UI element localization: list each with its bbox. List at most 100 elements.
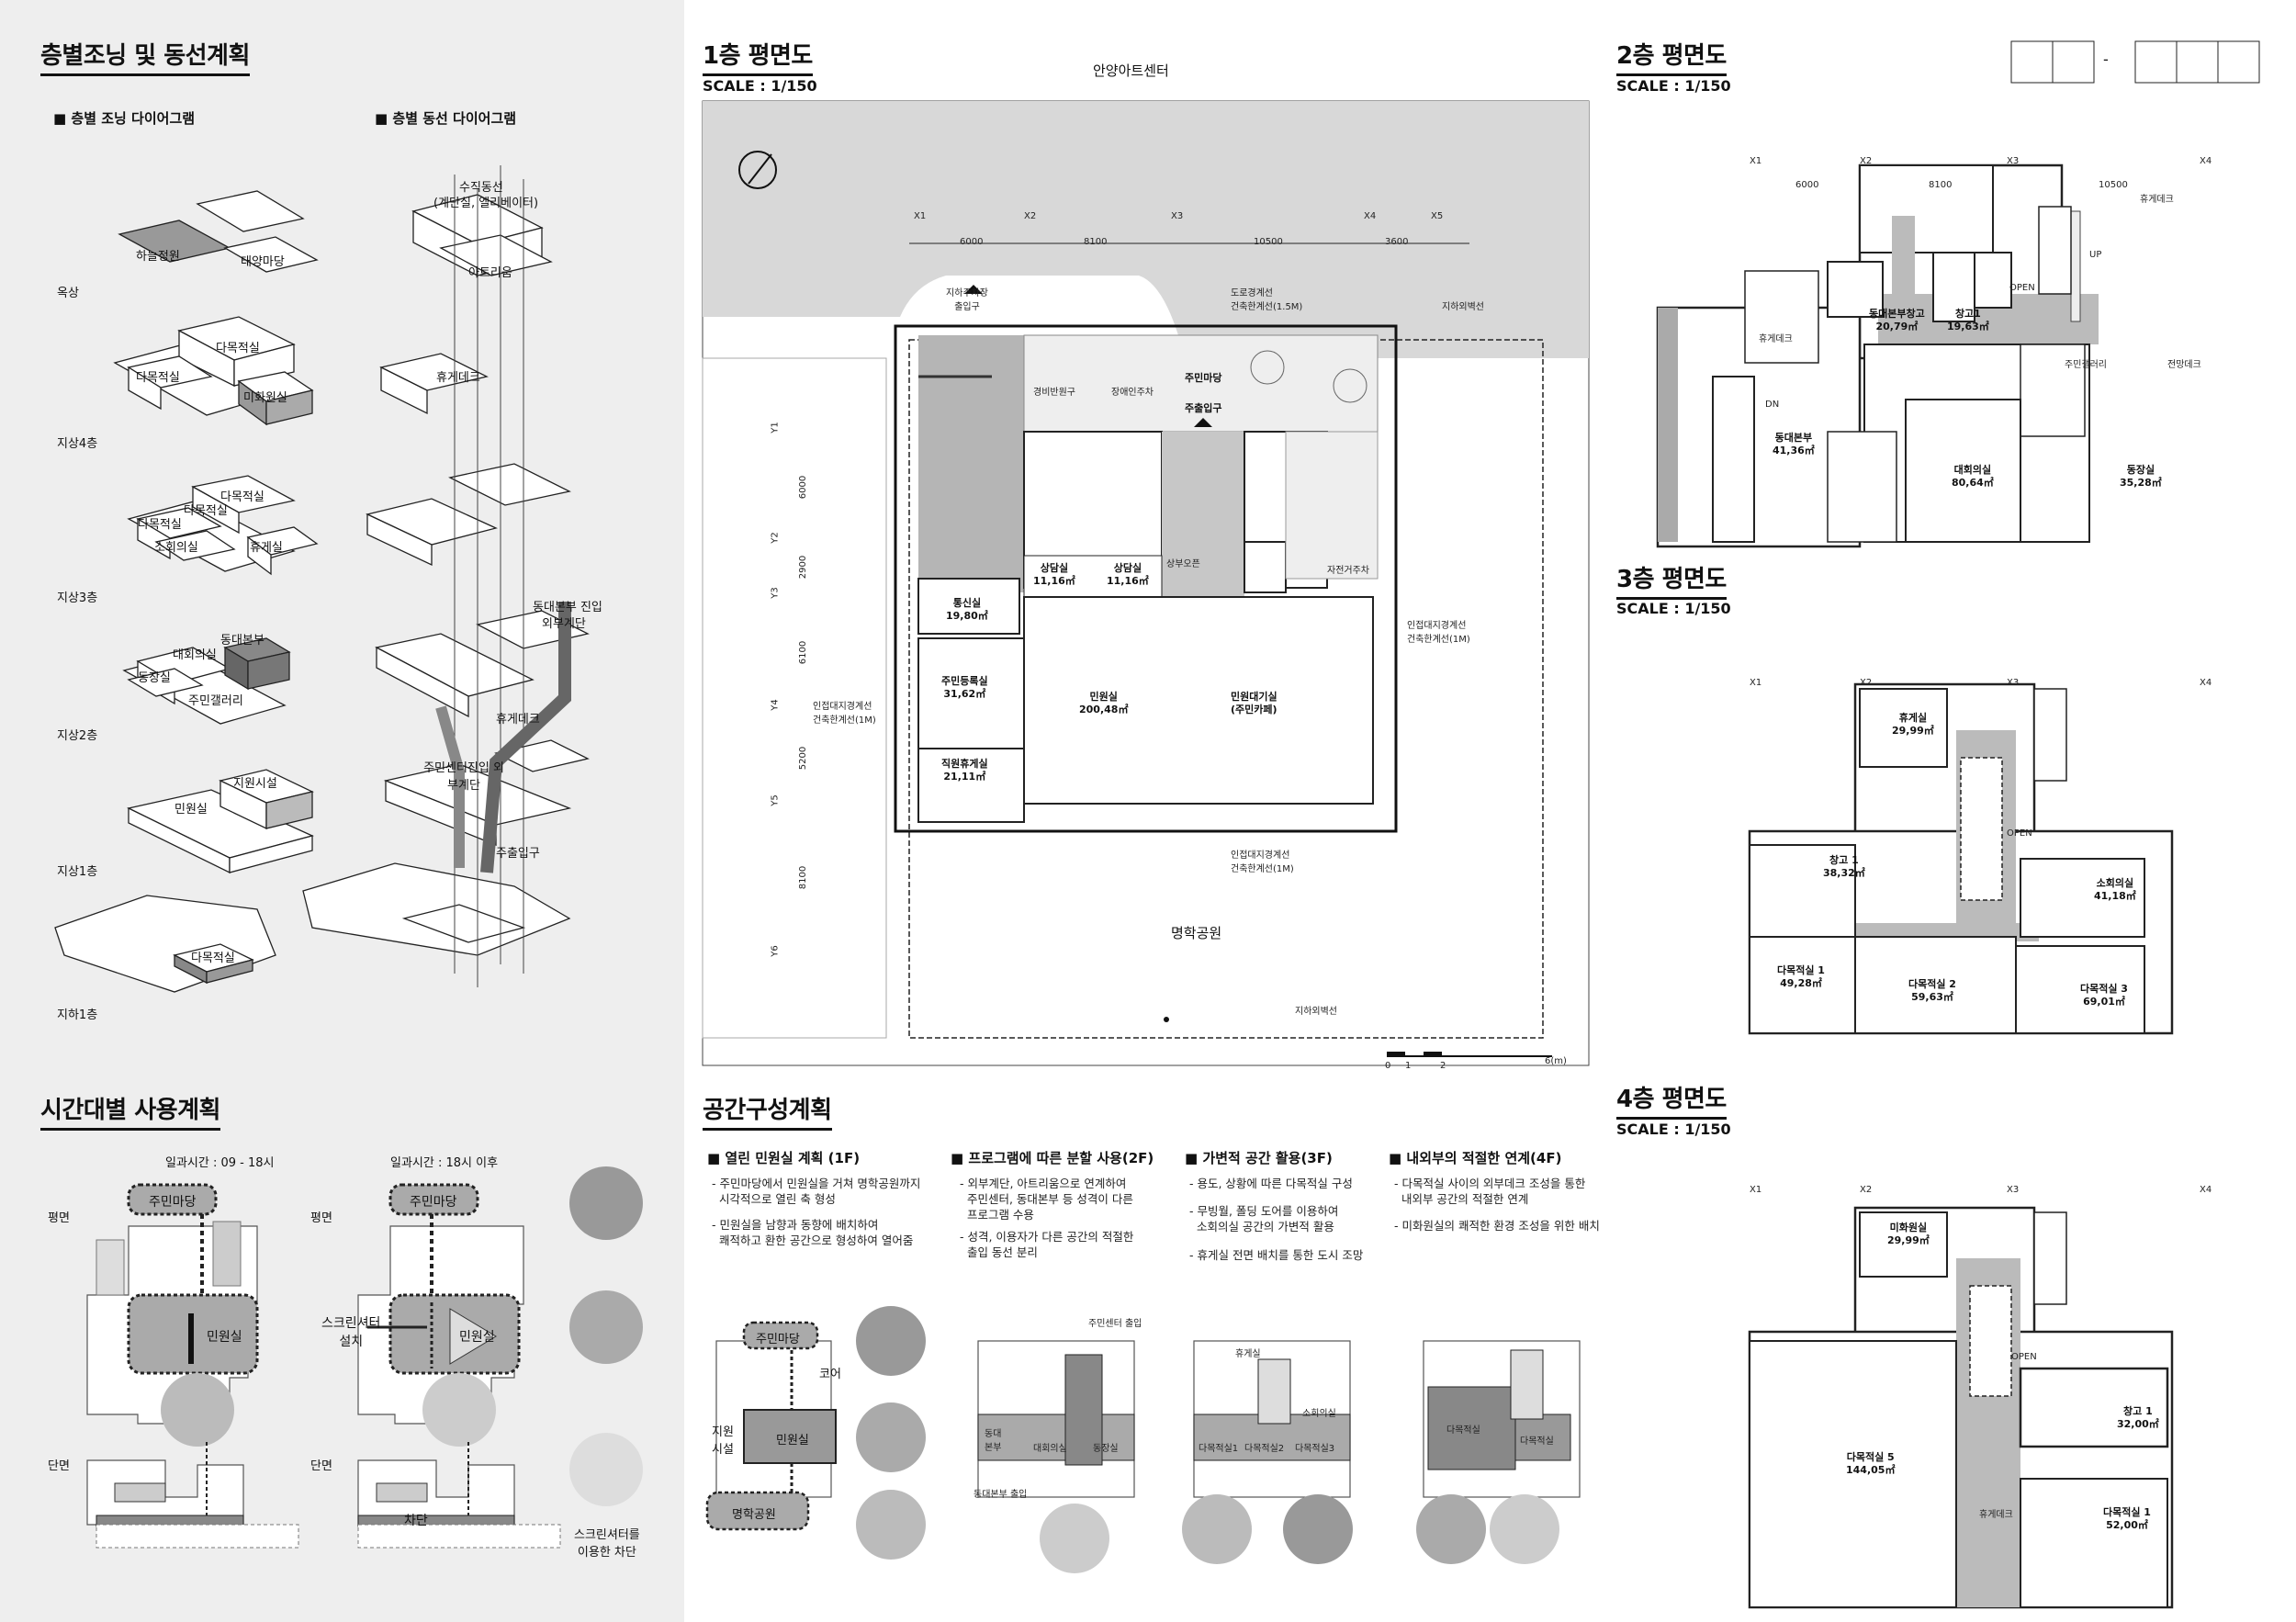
madang-day: 주민마당 xyxy=(149,1195,197,1210)
flow-label-main-entry: 주출입구 xyxy=(496,847,540,861)
room-civil-service: 민원실 200,48㎡ xyxy=(1079,691,1129,715)
f3-room-meeting: 소회의실 41,18㎡ xyxy=(2094,877,2136,902)
diag-label-hq: 동대 본부 xyxy=(985,1429,1002,1453)
f2-xd1: 6000 xyxy=(1795,180,1819,190)
diag-label-conference: 대회의실 xyxy=(1033,1444,1067,1454)
room-bike-parking: 자전거주차 xyxy=(1327,566,1369,576)
space-title: 공간구성계획 xyxy=(703,1091,832,1131)
diag-label-multi2: 다목적실2 xyxy=(1244,1444,1285,1454)
scale-bar-1: 1 xyxy=(1405,1061,1412,1071)
floor2-scale: SCALE : 1/150 xyxy=(1616,77,1731,95)
plan3-line3: - 휴게실 전면 배치를 통한 도시 조망 xyxy=(1189,1248,1364,1262)
plan3-line1: - 용도, 상황에 따른 다목적실 구성 xyxy=(1189,1177,1353,1190)
scale-bar-2: 2 xyxy=(1440,1061,1446,1071)
f4-room-multi5: 다목적실 5 144,05㎡ xyxy=(1846,1451,1896,1476)
floor-label-b1: 지하1층 xyxy=(57,1008,98,1022)
room-resident-yard: 주민마당 xyxy=(1185,372,1222,384)
zone-label-sky-garden: 하늘정원 xyxy=(136,250,180,264)
plan4-line2: - 미화원실의 쾌적한 환경 조성을 위한 배치 xyxy=(1394,1219,1600,1233)
flow-diagram xyxy=(302,165,590,987)
scale-bar-6: 6(m) xyxy=(1545,1056,1567,1066)
f4-x1: X1 xyxy=(1750,1185,1762,1195)
diag-label-minwon: 민원실 xyxy=(776,1434,809,1447)
f2-room-gallery: 주민갤러리 xyxy=(2065,360,2107,370)
plan3-head: ■ 가변적 공간 활용(3F) xyxy=(1185,1150,1333,1166)
diag-label-multi3: 다목적실3 xyxy=(1295,1444,1335,1454)
flow-label-vertical: 수직동선 xyxy=(459,181,503,195)
f2-x3: X3 xyxy=(2007,156,2020,166)
plan2-line2: - 성격, 이용자가 다른 공간의 적절한 출입 동선 분리 xyxy=(960,1230,1134,1259)
park-label: 명학공원 xyxy=(1171,925,1222,941)
shutter-note: 스크린셔터를 이용한 차단 xyxy=(574,1528,640,1560)
time-diagram xyxy=(86,1166,643,1549)
plan3-line2: - 무빙월, 폴딩 도어를 이용하여 소회의실 공간의 가변적 활용 xyxy=(1189,1204,1339,1233)
diag-label-park: 명학공원 xyxy=(732,1508,776,1522)
f2-room-storage1: 창고1 19,63㎡ xyxy=(1947,308,1989,332)
zoning-subtitle: ■ 층별 조닝 다이어그램 xyxy=(53,110,196,127)
f2-room-conference: 대회의실 80,64㎡ xyxy=(1952,464,1994,489)
diag-label-lounge: 휴게실 xyxy=(1235,1349,1261,1359)
plan-label-night: 평면 xyxy=(310,1211,332,1225)
f2-dn-label: DN xyxy=(1765,400,1780,410)
floor2-plan xyxy=(1656,163,2099,548)
section-label-night: 단면 xyxy=(310,1459,332,1473)
diag-label-core: 코어 xyxy=(819,1368,841,1381)
room-telecom: 통신실 19,80㎡ xyxy=(946,597,988,622)
floor4-title: 4층 평면도 xyxy=(1616,1080,1727,1120)
floor-label-3f: 지상3층 xyxy=(57,591,98,605)
zone-label-3f-multi-c: 다목적실 xyxy=(138,518,182,532)
shutter-label: 스크린셔터 설치 xyxy=(321,1316,381,1349)
zoning-diagram xyxy=(54,190,319,993)
flow-label-atrium: 아트리움 xyxy=(468,266,512,280)
f4-room-multi1: 다목적실 1 52,00㎡ xyxy=(2103,1506,2151,1531)
f3-x3: X3 xyxy=(2007,678,2020,688)
zone-label-2f-conference: 대회의실 xyxy=(173,648,217,662)
zone-label-1f-civil: 민원실 xyxy=(174,803,208,817)
sheet-code-boxes xyxy=(2010,40,2260,84)
zone-label-4f-janitor: 미화원실 xyxy=(243,391,287,405)
x-axis-x4: X4 xyxy=(1364,211,1377,221)
diag-label-center-entry: 주민센터 출입 xyxy=(1088,1319,1142,1329)
floor2-title: 2층 평면도 xyxy=(1616,37,1727,76)
plan1-head: ■ 열린 민원실 계획 (1F) xyxy=(707,1150,861,1166)
time-day-label: 일과시간 : 09 - 18시 xyxy=(165,1156,275,1170)
zone-label-sun-yard: 태양마당 xyxy=(241,255,285,269)
flow-label-stair-elevator: (계단실, 엘리베이터) xyxy=(433,197,539,210)
zone-label-3f-multi-b: 다목적실 xyxy=(184,504,228,518)
diag-label-multi-b: 다목적실 xyxy=(1520,1436,1554,1447)
floor4-plan xyxy=(1748,1206,2174,1609)
zone-label-3f-meeting: 소회의실 xyxy=(154,541,198,555)
f2-room-view-deck: 전망데크 xyxy=(2167,360,2201,370)
f4-x3: X3 xyxy=(2007,1185,2020,1195)
floor-label-4f: 지상4층 xyxy=(57,437,98,451)
diag-label-hq-entry: 동대본부 출입 xyxy=(974,1490,1028,1500)
f2-room-hq-storage: 동대본부창고 20,79㎡ xyxy=(1869,308,1925,332)
f3-room-lounge: 휴게실 29,99㎡ xyxy=(1892,712,1934,737)
x-axis-x1: X1 xyxy=(914,211,927,221)
section-label-day: 단면 xyxy=(48,1459,70,1473)
diag-label-madang: 주민마당 xyxy=(756,1333,800,1346)
f4-room-janitor: 미화원실 29,99㎡ xyxy=(1887,1222,1930,1246)
room-staff-lounge: 직원휴게실 21,11㎡ xyxy=(941,758,988,783)
f4-room-deck: 휴게데크 xyxy=(1979,1510,2013,1520)
zone-label-1f-support: 지원시설 xyxy=(233,777,277,791)
x-dim-1: 6000 xyxy=(960,237,984,247)
annot-basement-wall-south: 지하외벽선 xyxy=(1295,1007,1337,1017)
art-center-label: 안양아트센터 xyxy=(1093,62,1169,79)
f4-x2: X2 xyxy=(1860,1185,1873,1195)
x-dim-3: 10500 xyxy=(1254,237,1283,247)
flow-subtitle: ■ 층별 동선 다이어그램 xyxy=(375,110,517,127)
annot-adjacent-east: 인접대지경계선 건축한계선(1M) xyxy=(1407,621,1470,645)
f2-room-hq: 동대본부 41,36㎡ xyxy=(1773,432,1815,456)
plan4-line1: - 다목적실 사이의 외부데크 조성을 통한 내외부 공간의 적절한 연계 xyxy=(1394,1177,1586,1206)
zone-label-2f-head: 동장실 xyxy=(138,671,171,685)
floor-label-1f: 지상1층 xyxy=(57,865,98,879)
zone-label-3f-multi-a: 다목적실 xyxy=(220,490,264,504)
annot-adjacent-south: 인접대지경계선 건축한계선(1M) xyxy=(1231,850,1294,874)
plan2-head: ■ 프로그램에 따른 분할 사용(2F) xyxy=(951,1150,1154,1166)
zone-label-b1-multi: 다목적실 xyxy=(191,952,235,965)
x-axis-x3: X3 xyxy=(1171,211,1184,221)
x-dim-4: 3600 xyxy=(1385,237,1409,247)
floor1-plan xyxy=(702,100,1590,1066)
diag-label-support: 지원 시설 xyxy=(712,1425,734,1457)
